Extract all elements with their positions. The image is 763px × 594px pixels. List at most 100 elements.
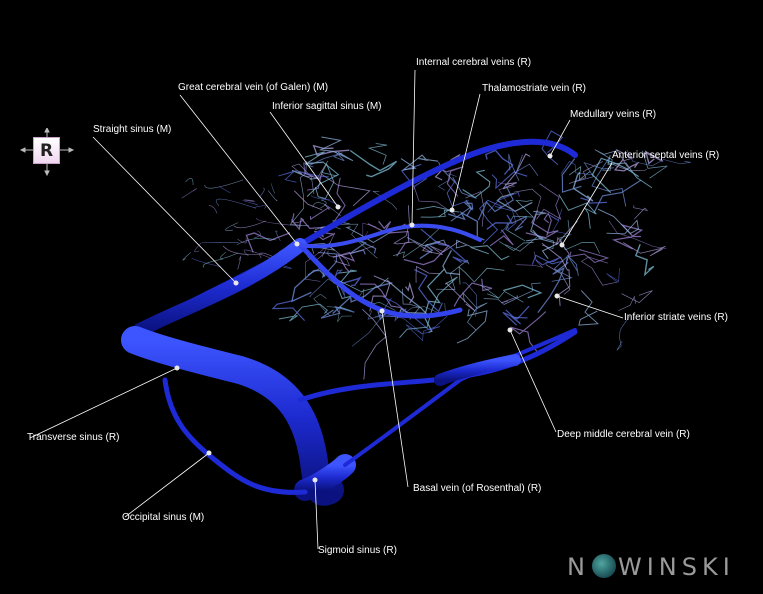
thin-vein	[608, 220, 667, 250]
occipital-sinus-vessel	[162, 377, 308, 495]
thin-vein	[293, 218, 304, 224]
thin-vein	[420, 209, 460, 218]
thin-vein	[510, 311, 547, 354]
pointer-lines	[29, 69, 624, 550]
thin-vein	[271, 183, 275, 194]
thin-vein	[621, 290, 653, 304]
thin-vein	[470, 245, 510, 261]
thin-vein	[458, 266, 505, 285]
thin-vein	[332, 251, 356, 273]
thin-vein	[545, 264, 571, 295]
thin-vein	[642, 150, 668, 179]
thin-vein	[505, 199, 535, 242]
label-inferior-sagittal: Inferior sagittal sinus (M)	[272, 101, 382, 112]
thin-vein	[326, 306, 352, 323]
thin-vein	[403, 240, 450, 266]
thin-vein	[477, 186, 514, 221]
label-occipital: Occipital sinus (M)	[122, 512, 205, 523]
thin-vein	[511, 215, 527, 232]
thin-vein	[615, 148, 634, 168]
thin-vein	[405, 281, 415, 304]
label-sigmoid: Sigmoid sinus (R)	[318, 545, 397, 556]
label-great-cerebral: Great cerebral vein (of Galen) (M)	[178, 82, 329, 93]
pointer-dots	[174, 153, 565, 483]
thin-vein	[568, 161, 604, 184]
thin-vein	[593, 179, 642, 213]
thin-vein	[259, 187, 265, 197]
thin-vein	[271, 299, 306, 321]
great-cerebral-vessel	[298, 223, 482, 249]
thin-vein	[568, 165, 591, 181]
thin-vein	[591, 157, 627, 207]
label-inferior-striate: Inferior striate veins (R)	[624, 312, 728, 323]
thin-vein	[536, 183, 562, 221]
thin-vein	[291, 269, 326, 303]
thin-vein	[267, 190, 278, 202]
thin-vein	[291, 170, 321, 180]
thin-vein	[420, 228, 469, 264]
internal-cerebral-vessel	[297, 242, 463, 319]
thin-vein	[480, 284, 524, 303]
deep-middle-bulge	[434, 354, 521, 386]
thin-vein	[616, 315, 631, 351]
thin-vein	[526, 210, 547, 242]
thin-vein	[456, 308, 488, 344]
thin-vein	[515, 154, 539, 176]
thin-vein	[181, 188, 197, 199]
thin-vein	[489, 229, 514, 247]
thin-vein	[393, 205, 433, 254]
thin-vein	[561, 158, 582, 193]
thin-vein	[312, 144, 350, 156]
thin-vein	[574, 162, 615, 183]
thin-vein	[369, 275, 391, 312]
thin-vein	[182, 252, 192, 261]
thin-vein	[607, 154, 653, 189]
thin-vein	[309, 203, 330, 221]
thin-vein	[202, 258, 224, 268]
thin-vein	[442, 250, 460, 276]
orientation-arrows-icon	[20, 128, 74, 176]
thin-vein	[400, 154, 439, 171]
thin-vein	[345, 226, 390, 244]
thin-vein	[313, 293, 331, 317]
brand-suffix: W	[617, 553, 647, 581]
thin-vein	[487, 191, 520, 213]
brand-rest: NSKI	[658, 553, 735, 581]
thin-vein	[415, 265, 440, 283]
thin-vein	[567, 254, 579, 276]
thin-vein	[613, 158, 640, 172]
thin-vein	[569, 248, 610, 263]
thin-vein	[591, 157, 640, 194]
thin-vein	[611, 223, 644, 250]
thin-vein	[399, 276, 458, 339]
thin-vein	[622, 242, 666, 257]
thin-vein	[336, 269, 357, 300]
thin-vein	[634, 244, 655, 277]
thin-vein	[440, 166, 464, 197]
thin-vein	[502, 305, 530, 326]
thin-vein	[278, 170, 297, 183]
sinus-vessels	[121, 138, 578, 506]
transverse-sinus-vessel	[121, 326, 344, 506]
thin-vein	[494, 206, 517, 234]
thin-vein	[484, 149, 514, 175]
thin-vein	[483, 282, 541, 305]
thin-vein	[644, 150, 664, 165]
thin-vein	[502, 153, 531, 190]
thin-vein	[405, 315, 448, 342]
thin-vein	[255, 217, 302, 227]
thin-vein	[222, 245, 263, 255]
thin-vein	[503, 284, 543, 299]
thin-vein	[367, 220, 392, 233]
deep-middle-vessel	[343, 328, 577, 467]
thin-vein	[514, 188, 542, 211]
thin-vein	[283, 265, 292, 269]
thin-vein	[402, 288, 421, 320]
label-straight-sinus: Straight sinus (M)	[93, 124, 172, 135]
sigmoid-sinus-vessel	[294, 454, 356, 501]
thin-vein	[309, 278, 346, 298]
thin-vein	[392, 226, 442, 259]
thin-vein	[505, 309, 528, 325]
brain-logo-icon	[591, 554, 616, 578]
